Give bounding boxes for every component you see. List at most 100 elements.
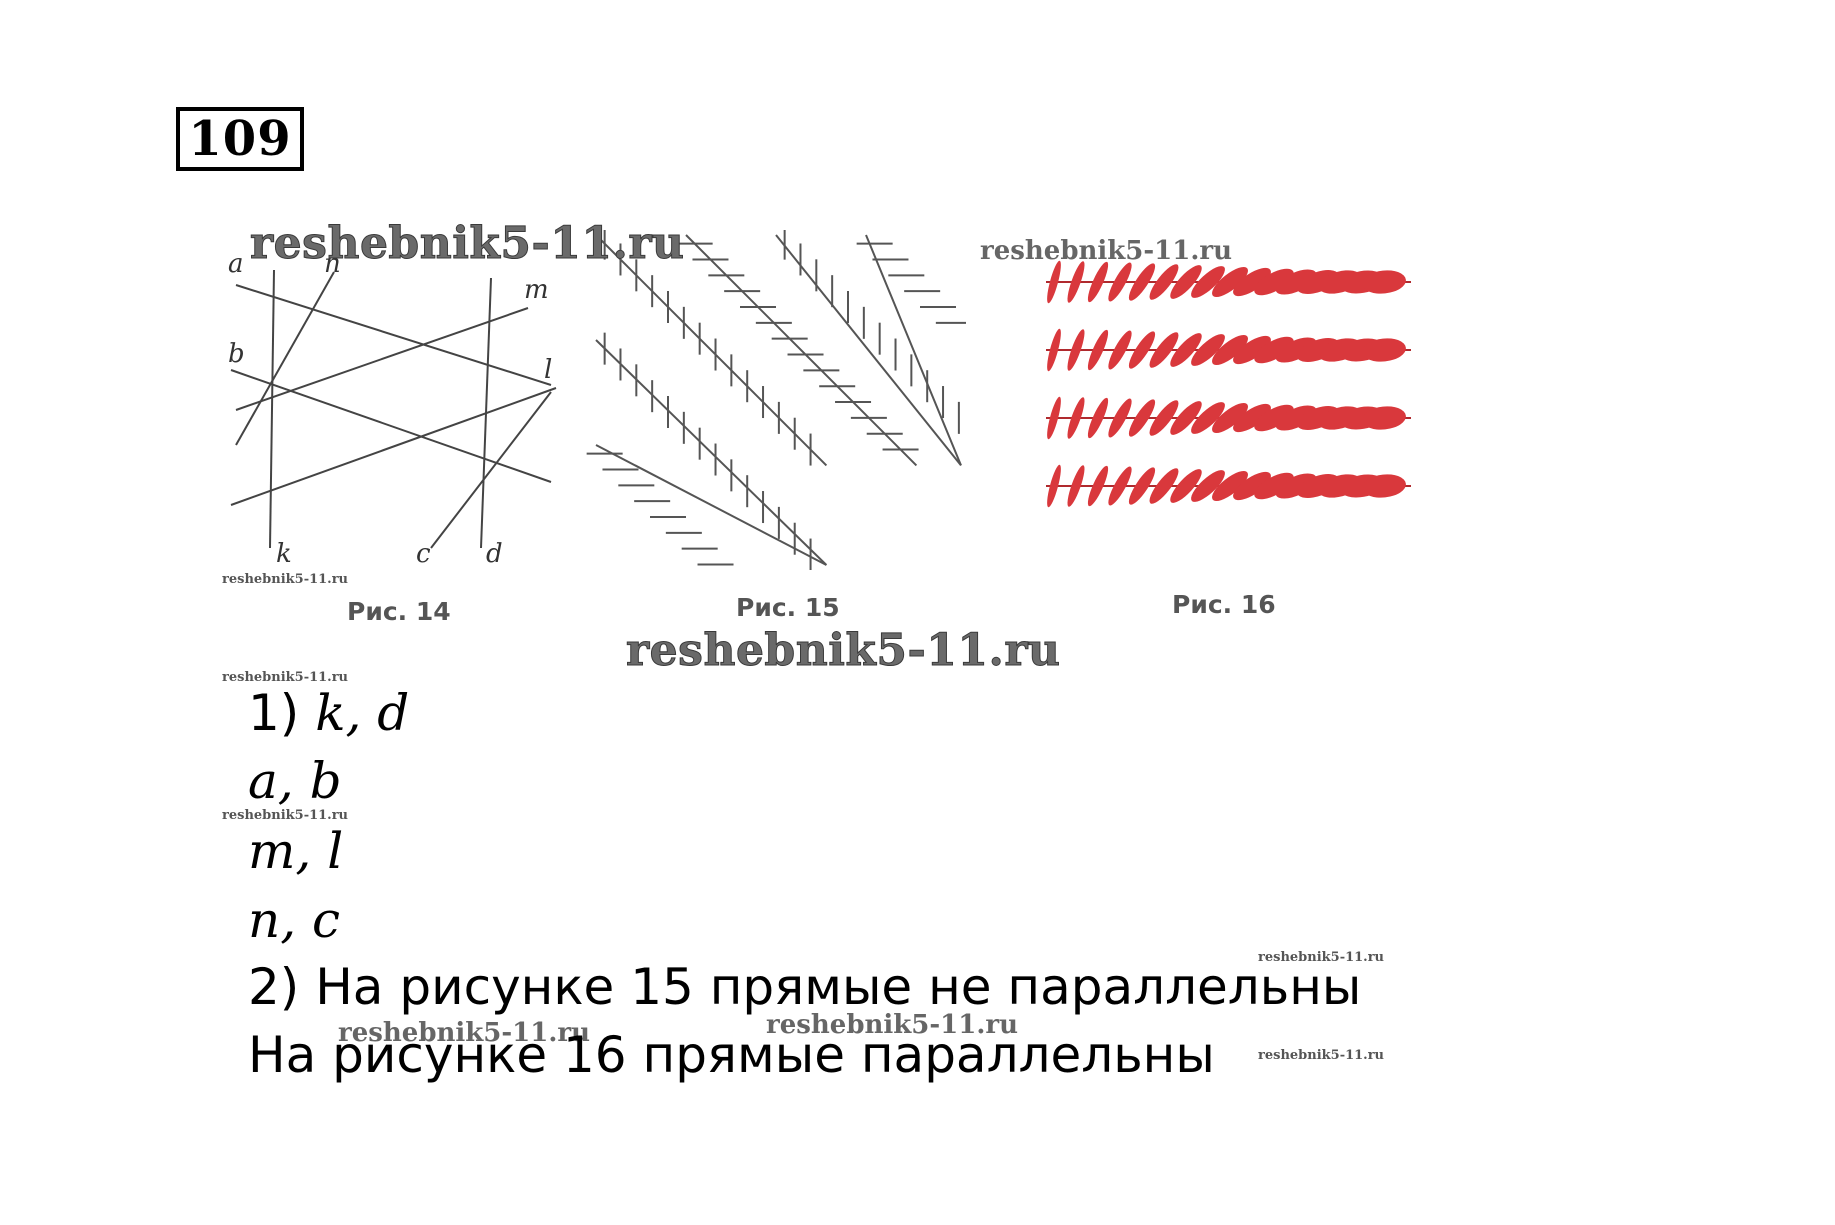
feather xyxy=(1254,268,1294,296)
feather xyxy=(1087,465,1109,507)
feather xyxy=(1047,260,1061,304)
feather xyxy=(1362,474,1406,498)
feather xyxy=(1108,330,1132,370)
figure-15-illusion xyxy=(586,230,966,570)
feather xyxy=(1233,403,1271,433)
feather xyxy=(1149,468,1179,504)
watermark-small-5: reshebnik5-11.ru xyxy=(1258,1048,1385,1063)
watermark-answer-center: reshebnik5-11.ru xyxy=(766,1010,1019,1040)
feather xyxy=(1275,337,1317,363)
feather xyxy=(1108,466,1132,506)
figure-16-feathers xyxy=(1046,260,1411,508)
feather xyxy=(1275,473,1317,499)
answer-pair-1: k, d xyxy=(315,684,410,742)
feather xyxy=(1212,335,1248,365)
line-c xyxy=(430,391,552,549)
feather xyxy=(1108,262,1132,302)
feather xyxy=(1212,267,1248,297)
answer-line-6: На рисунке 16 прямые параллельны xyxy=(248,1026,1215,1084)
feather xyxy=(1275,269,1317,295)
line-b xyxy=(230,369,552,483)
answer-line-2: a, b xyxy=(248,756,342,806)
answer-pair-2: a, b xyxy=(248,752,342,810)
feather xyxy=(1128,467,1156,505)
feather xyxy=(1170,333,1202,367)
feather xyxy=(1233,335,1271,365)
figure-15-caption: Рис. 15 xyxy=(736,593,840,622)
figure-14-caption: Рис. 14 xyxy=(347,597,451,626)
label-a: a xyxy=(228,249,244,279)
feather xyxy=(1108,398,1132,438)
label-d: d xyxy=(486,539,503,569)
label-c: c xyxy=(416,539,431,569)
feather xyxy=(1170,401,1202,435)
answer-part1-prefix: 1) xyxy=(248,684,316,742)
feather xyxy=(1191,402,1225,434)
feather xyxy=(1254,336,1294,364)
answer-line-1: 1) k, d xyxy=(248,688,409,738)
feather xyxy=(1149,400,1179,436)
feather xyxy=(1362,270,1406,294)
feather xyxy=(1212,471,1248,501)
watermark-small-3: reshebnik5-11.ru xyxy=(222,808,349,823)
line-k xyxy=(269,269,275,549)
task-number: 109 xyxy=(176,107,304,171)
feather xyxy=(1087,261,1109,303)
feather xyxy=(1067,397,1085,439)
answer-line-3: m, l xyxy=(248,826,343,876)
watermark-small-1: reshebnik5-11.ru xyxy=(222,572,349,587)
watermark-middle: reshebnik5-11.ru xyxy=(626,625,1061,677)
feather xyxy=(1067,329,1085,371)
feather xyxy=(1362,338,1406,362)
feather xyxy=(1170,469,1202,503)
watermark-fig16: reshebnik5-11.ru xyxy=(980,236,1233,266)
feather xyxy=(1128,331,1156,369)
feather xyxy=(1254,404,1294,432)
line-n xyxy=(235,271,335,446)
feather xyxy=(1047,464,1061,508)
answer-pair-4: n, c xyxy=(248,891,340,949)
watermark-small-2: reshebnik5-11.ru xyxy=(222,670,349,685)
label-n: n xyxy=(324,249,341,279)
illusion-main-line xyxy=(595,444,827,566)
feather xyxy=(1233,267,1271,297)
feather xyxy=(1047,328,1061,372)
illusion-main-line xyxy=(775,234,962,467)
feather xyxy=(1087,329,1109,371)
illusion-main-line xyxy=(685,234,918,467)
line-l xyxy=(230,387,557,506)
feather xyxy=(1212,403,1248,433)
line-d xyxy=(480,277,492,549)
illusion-main-line xyxy=(595,339,828,566)
label-b: b xyxy=(228,339,245,369)
label-m: m xyxy=(524,275,549,305)
feather xyxy=(1128,263,1156,301)
feather xyxy=(1191,266,1225,298)
watermark-top: reshebnik5-11.ru xyxy=(250,218,685,270)
feather xyxy=(1254,472,1294,500)
answer-line-5: 2) На рисунке 15 прямые не параллельны xyxy=(248,958,1362,1016)
line-a xyxy=(235,284,552,386)
feather xyxy=(1047,396,1061,440)
feather xyxy=(1191,470,1225,502)
figure-14-lines: a n m b l k c d xyxy=(228,249,557,569)
feather xyxy=(1233,471,1271,501)
label-k: k xyxy=(276,539,292,569)
figure-16-caption: Рис. 16 xyxy=(1172,590,1276,619)
answer-pair-3: m, l xyxy=(248,822,344,880)
watermark-small-4: reshebnik5-11.ru xyxy=(1258,950,1385,965)
feather xyxy=(1170,265,1202,299)
feather xyxy=(1067,261,1085,303)
feather xyxy=(1067,465,1085,507)
feather xyxy=(1149,332,1179,368)
label-l: l xyxy=(544,355,552,385)
answer-line-4: n, c xyxy=(248,895,340,945)
illusion-main-line xyxy=(595,234,828,467)
figures-panel: a n m b l k c d xyxy=(176,230,1440,642)
feather xyxy=(1191,334,1225,366)
illusion-main-line xyxy=(865,234,962,466)
line-m xyxy=(235,307,529,411)
feather xyxy=(1275,405,1317,431)
watermark-answer-left: reshebnik5-11.ru xyxy=(338,1018,591,1048)
feather xyxy=(1149,264,1179,300)
